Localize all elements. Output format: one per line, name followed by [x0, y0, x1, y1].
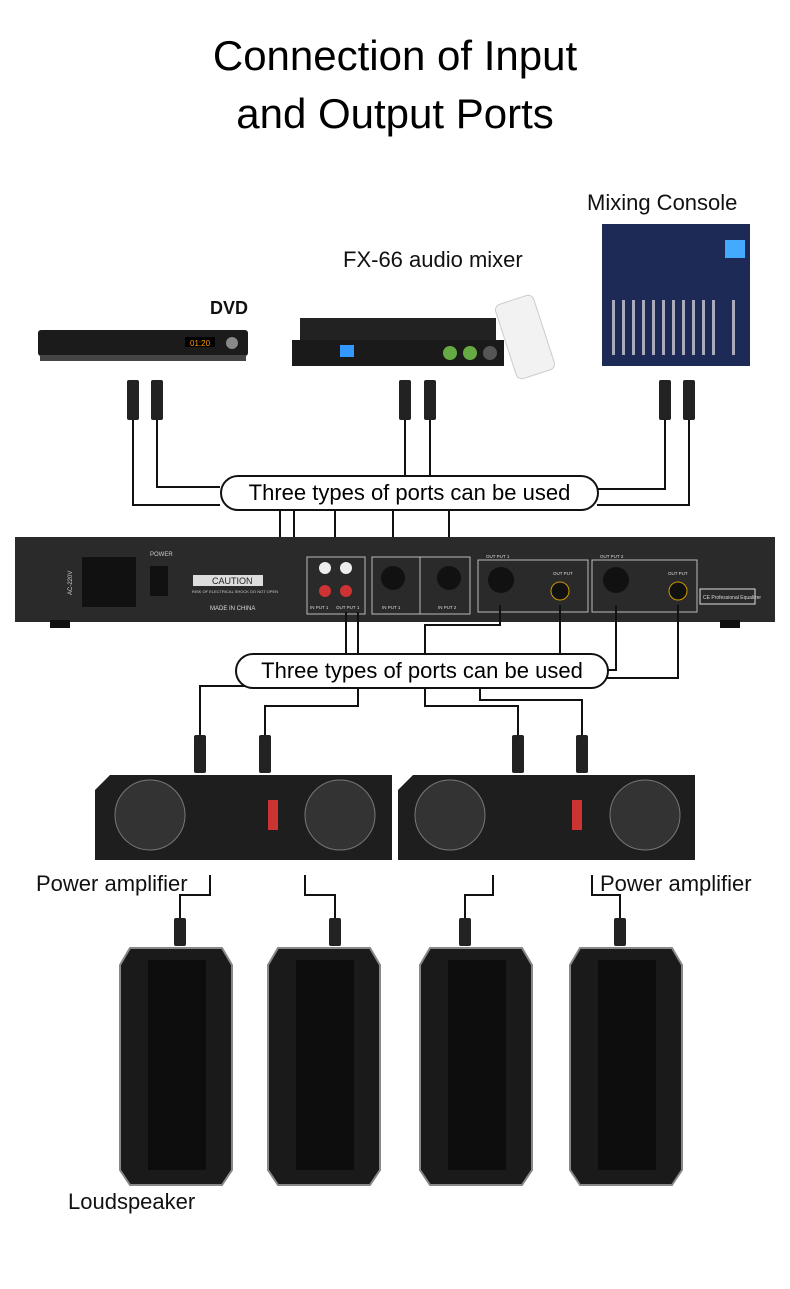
power-switch: [150, 566, 168, 596]
svg-text:OUT PUT: OUT PUT: [668, 571, 688, 576]
svg-text:IN PUT 2: IN PUT 2: [438, 605, 457, 610]
svg-text:CAUTION: CAUTION: [212, 576, 253, 586]
loudspeaker-label: Loudspeaker: [68, 1189, 196, 1214]
power-amplifier-right: [398, 775, 695, 860]
dvd-label: DVD: [210, 298, 249, 318]
svg-text:OUT PUT 1: OUT PUT 1: [486, 554, 510, 559]
loudspeaker-3: [419, 947, 533, 1186]
svg-text:AC-220V: AC-220V: [68, 571, 74, 595]
svg-text:MADE IN CHINA: MADE IN CHINA: [210, 606, 255, 612]
svg-text:OUT PUT: OUT PUT: [553, 571, 573, 576]
mixing-console: [602, 224, 750, 366]
title-line-2: and Output Ports: [236, 90, 554, 137]
svg-text:01:20: 01:20: [190, 339, 211, 348]
power-amplifier-label-left: Power amplifier: [36, 871, 188, 896]
mixing-console-label: Mixing Console: [587, 190, 738, 215]
rca-plug-icons: [127, 380, 695, 420]
power-amplifier-label-right: Power amplifier: [600, 871, 752, 896]
title-line-1: Connection of Input: [212, 32, 578, 79]
svg-text:IN PUT 1: IN PUT 1: [310, 605, 329, 610]
svg-text:OUT PUT 2: OUT PUT 2: [600, 554, 624, 559]
remote-control: [494, 294, 556, 380]
dvd-player: 01:20: [38, 330, 248, 361]
ports-callout-bottom: Three types of ports can be used: [235, 653, 609, 689]
fx66-label: FX-66 audio mixer: [343, 247, 523, 272]
svg-text:POWER: POWER: [150, 552, 173, 558]
svg-text:CE Professional Equalizer: CE Professional Equalizer: [703, 595, 761, 601]
fx66-audio-mixer: [292, 294, 556, 380]
ports-callout-top: Three types of ports can be used: [220, 475, 599, 511]
loudspeaker-1: [119, 947, 233, 1186]
loudspeaker-2: [267, 947, 381, 1186]
loudspeaker-4: [569, 947, 683, 1186]
power-socket-icon: [82, 557, 136, 607]
equalizer-rear-panel: AC-220V POWER CAUTION RISK OF ELECTRICAL…: [15, 537, 775, 628]
svg-text:OUT PUT 1: OUT PUT 1: [336, 605, 360, 610]
xlr-plug-icons: [174, 735, 626, 946]
svg-text:IN PUT 1: IN PUT 1: [382, 605, 401, 610]
svg-text:RISK OF ELECTRICAL SHOCK DO NO: RISK OF ELECTRICAL SHOCK DO NOT OPEN: [192, 589, 278, 594]
power-amplifier-left: [95, 775, 392, 860]
